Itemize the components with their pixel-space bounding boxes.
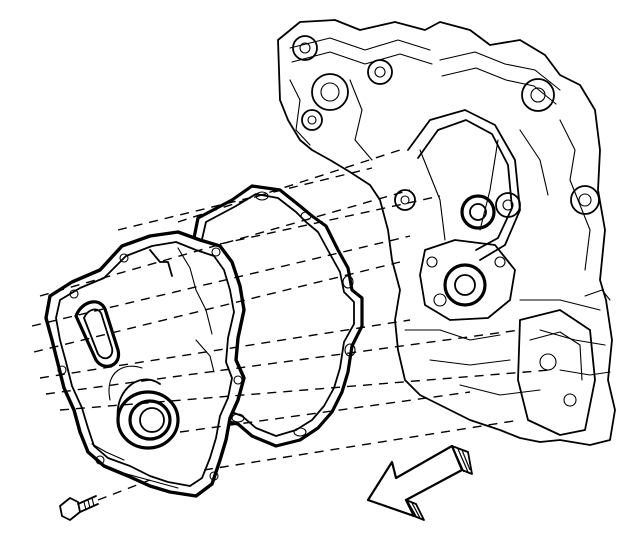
alignment-leader-lines [31,149,551,471]
direction-arrow-icon [366,444,473,521]
bolt-icon [59,479,151,521]
front-cover-icon [44,230,246,498]
engine-block-icon [277,19,616,446]
